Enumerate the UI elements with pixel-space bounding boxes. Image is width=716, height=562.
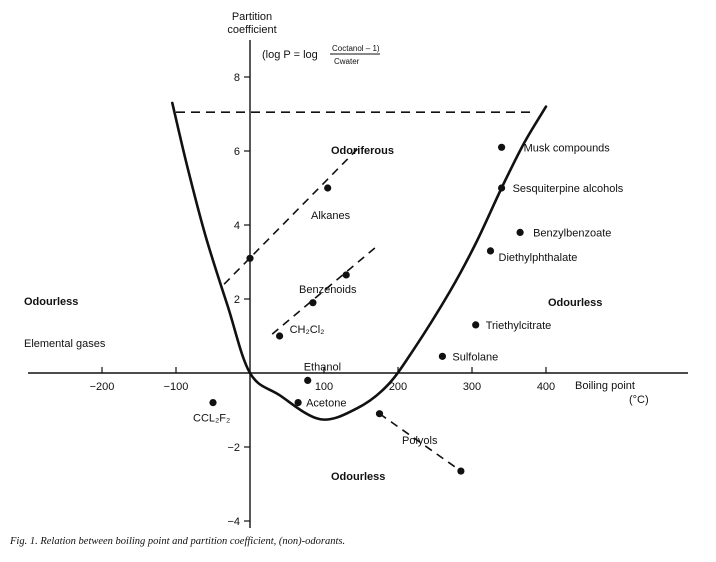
- data-point: [516, 228, 524, 236]
- trend-line-alkanes: [223, 148, 358, 285]
- series-label-alkanes: Alkanes: [311, 210, 351, 222]
- x-tick-label: 100: [315, 381, 333, 393]
- y-tick-label: 4: [234, 220, 240, 232]
- point-label: Musk compounds: [524, 142, 611, 154]
- x-axis-ticks: −200 −100 100 200 300 400: [90, 367, 555, 393]
- data-point: [294, 399, 302, 407]
- data-point: [438, 352, 446, 360]
- y-tick-label: −2: [227, 442, 240, 454]
- series-label-benzenoids: Benzenoids: [299, 284, 357, 296]
- trend-lines: [223, 148, 462, 472]
- data-point: [457, 467, 465, 475]
- y-tick-label: 8: [234, 72, 240, 84]
- y-axis-label-line1: Partition: [232, 11, 272, 23]
- data-point: [486, 247, 495, 255]
- x-tick-label: −100: [164, 381, 189, 393]
- region-label-odourless-right: Odourless: [548, 297, 602, 309]
- formula-denominator: Cwater: [334, 57, 360, 66]
- y-tick-label: 6: [234, 146, 240, 158]
- point-label: Sesquiterpine alcohols: [513, 183, 624, 195]
- data-points: [209, 143, 524, 475]
- data-point: [342, 271, 350, 279]
- data-point: [375, 410, 384, 418]
- y-axis-ticks: −4 −2 2 4 6 8: [227, 72, 250, 528]
- point-label: Acetone: [306, 398, 346, 410]
- series-label-polyols: Polyols: [402, 435, 438, 447]
- data-point: [209, 399, 217, 407]
- boundary-curve: [171, 101, 548, 421]
- x-tick-label: 200: [389, 381, 407, 393]
- data-point: [304, 376, 312, 384]
- x-tick-label: 400: [537, 381, 555, 393]
- data-point: [472, 321, 480, 329]
- point-label: CCL₂F₂: [193, 413, 230, 425]
- formula: (log P = log Coctanol – 1) Cwater: [262, 44, 380, 66]
- x-tick-label: −200: [90, 381, 115, 393]
- formula-numerator: Coctanol – 1): [332, 44, 380, 53]
- y-tick-label: −4: [227, 516, 240, 528]
- region-label-odourless-left: Odourless: [24, 296, 78, 308]
- point-label: Diethylphthalate: [499, 252, 578, 264]
- formula-prefix: (log P = log: [262, 49, 318, 61]
- region-label-elemental-gases: Elemental gases: [24, 338, 106, 350]
- trend-line-benzenoids: [271, 246, 377, 335]
- point-label: CH₂Cl₂: [290, 324, 325, 336]
- y-tick-label: 2: [234, 294, 240, 306]
- region-label-odourless-bottom: Odourless: [331, 471, 385, 483]
- x-axis-label: Boiling point: [575, 380, 635, 392]
- region-label-odoriferous: Odoriferous: [331, 145, 394, 157]
- data-point: [309, 299, 317, 307]
- data-point: [498, 143, 506, 151]
- x-tick-label: 300: [463, 381, 481, 393]
- y-axis-label-line2: coefficient: [227, 24, 276, 36]
- data-point: [498, 184, 506, 192]
- figure-caption: Fig. 1. Relation between boiling point a…: [10, 536, 346, 547]
- data-point: [324, 184, 332, 192]
- trend-line-polyols: [379, 413, 462, 472]
- data-point: [246, 254, 254, 262]
- point-label: Ethanol: [304, 361, 341, 373]
- x-axis-unit: (°C): [629, 394, 649, 406]
- point-label: Triethylcitrate: [486, 320, 552, 332]
- data-point: [276, 332, 284, 340]
- point-label: Benzylbenzoate: [533, 227, 611, 239]
- point-label: Sulfolane: [452, 351, 498, 363]
